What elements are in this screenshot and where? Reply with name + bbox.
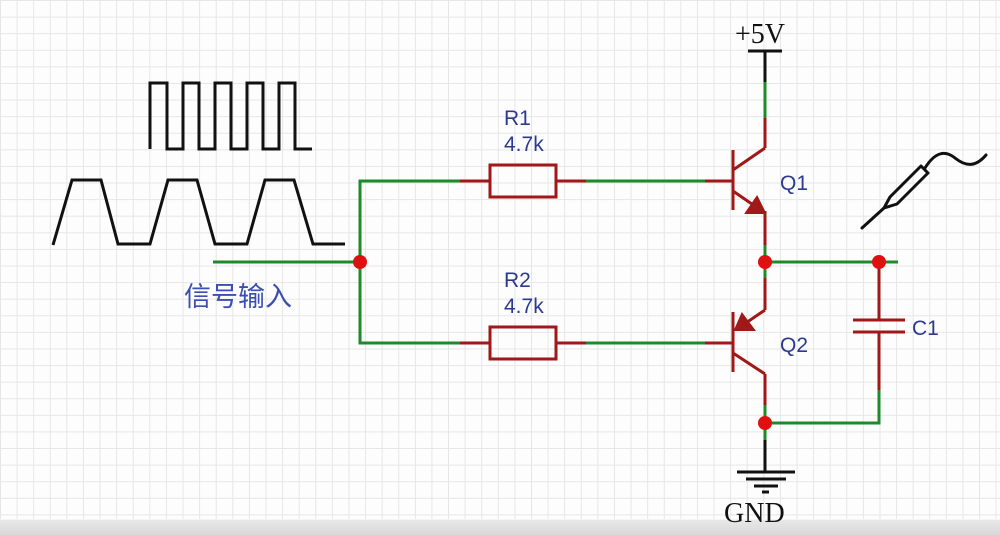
resistor-r2[interactable]	[460, 325, 705, 361]
r2-value-label: 4.7k	[504, 295, 544, 318]
r1-name-label: R1	[504, 107, 531, 130]
ground-return-wire	[763, 390, 881, 440]
ground-symbol	[737, 440, 795, 494]
transistor-q1[interactable]	[705, 118, 767, 245]
capacitor-c1[interactable]	[853, 262, 905, 390]
r1-value-label: 4.7k	[504, 133, 544, 156]
q2-label: Q2	[780, 334, 808, 357]
bottom-bar	[0, 520, 1000, 535]
supply-symbol	[748, 49, 782, 118]
resistor-r1[interactable]	[460, 163, 705, 199]
ground-label: GND	[724, 498, 785, 529]
input-label: 信号输入	[184, 282, 292, 313]
junction-capacitor	[872, 255, 886, 269]
transistor-q2[interactable]	[705, 278, 767, 405]
square-wave-icon	[148, 81, 312, 151]
junction-output	[758, 255, 772, 269]
bus-wire	[358, 179, 460, 345]
q1-label: Q1	[780, 172, 808, 195]
r2-name-label: R2	[504, 269, 531, 292]
junction-input	[353, 255, 367, 269]
supply-label: +5V	[735, 19, 785, 50]
junction-ground	[758, 416, 772, 430]
trapezoid-wave-icon	[51, 178, 345, 246]
oscilloscope-probe-icon[interactable]	[860, 151, 988, 230]
c1-label: C1	[912, 317, 939, 340]
